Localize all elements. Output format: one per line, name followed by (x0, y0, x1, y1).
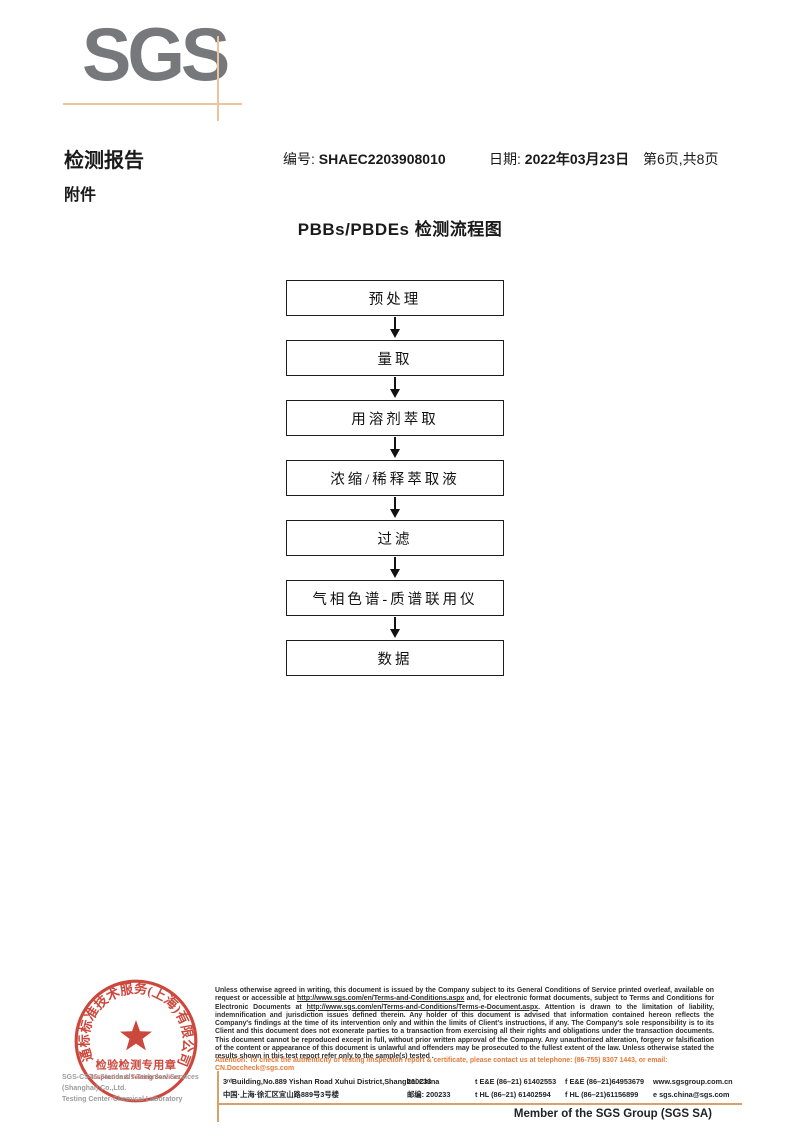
zip-cn: 邮编: 200233 (407, 1089, 451, 1099)
disclaimer-part2: and, for electronic format documents, su… (215, 995, 715, 1011)
fax-ee: f E&E (86–21)64953679 (565, 1077, 645, 1086)
flow-step-data: 数据 (286, 640, 504, 676)
tel-hl: t HL (86–21) 61402594 (475, 1089, 551, 1099)
flowchart: 预处理 量取 用溶剂萃取 浓缩/稀释萃取液 过滤 气相色谱-质谱联用仪 数据 (286, 280, 504, 676)
flow-step-gcms: 气相色谱-质谱联用仪 (286, 580, 504, 616)
attention-part1: Attention: To check the authenticity of … (215, 1057, 668, 1064)
down-arrow-icon (390, 496, 400, 520)
address-block: 3ʳᵈBuilding,No.889 Yishan Road Xuhui Dis… (223, 1076, 741, 1102)
email-link[interactable]: e sgs.china@sgs.com (653, 1089, 730, 1099)
stamp-cn-line: 检验检测专用章 (96, 1057, 177, 1071)
lab-company-line2: Testing Center-Chemical Laboratory (62, 1095, 183, 1103)
report-number: 编号: SHAEC2203908010 (283, 149, 446, 169)
lab-company-line1: SGS-CSTC Standards Technical Services (S… (62, 1074, 199, 1092)
address-row-en: 3ʳᵈBuilding,No.889 Yishan Road Xuhui Dis… (223, 1076, 741, 1089)
down-arrow-icon (390, 616, 400, 640)
flow-step-pretreatment: 预处理 (286, 280, 504, 316)
address-en: 3ʳᵈBuilding,No.889 Yishan Road Xuhui Dis… (223, 1077, 440, 1086)
sgs-logo: SGS (82, 12, 230, 97)
doccheck-email-link[interactable]: CN.Doccheck@sgs.com (215, 1065, 295, 1073)
down-arrow-icon (390, 556, 400, 580)
tel-ee: t E&E (86–21) 61402553 (475, 1077, 557, 1086)
disclaimer-part3: . Attention is drawn to the limitation o… (215, 1003, 714, 1061)
report-number-label: 编号: (283, 151, 315, 167)
attachment-label: 附件 (64, 187, 97, 204)
flow-step-measure: 量取 (286, 340, 504, 376)
page-indicator: 第6页,共8页 (643, 151, 719, 167)
company-stamp: 通标标准技术服务(上海)有限公司 检验检测专用章 Inspection & Te… (74, 979, 198, 1103)
report-number-value: SHAEC2203908010 (318, 151, 446, 167)
stamp-ring (74, 979, 198, 1103)
flow-step-solvent-extraction: 用溶剂萃取 (286, 400, 504, 436)
attention-text: Attention: To check the authenticity of … (215, 1057, 714, 1074)
footer-rule (219, 1103, 742, 1105)
star-icon (120, 1020, 152, 1051)
zip-en: 200233 (407, 1077, 432, 1086)
terms-e-document-link[interactable]: http://www.sgs.com/en/Terms-and-Conditio… (306, 1003, 539, 1011)
flow-step-concentrate-dilute: 浓缩/稀释萃取液 (286, 460, 504, 496)
flow-step-filter: 过滤 (286, 520, 504, 556)
down-arrow-icon (390, 376, 400, 400)
address-cn: 中国·上海·徐汇区宜山路889号3号楼 (223, 1089, 339, 1099)
flowchart-title: PBBs/PBDEs 检测流程图 (297, 220, 503, 239)
lab-company-name: SGS-CSTC Standards Technical Services (S… (62, 1073, 222, 1106)
sgs-member-note: Member of the SGS Group (SGS SA) (513, 1108, 712, 1120)
address-row-cn: 中国·上海·徐汇区宜山路889号3号楼 邮编: 200233 t HL (86–… (223, 1089, 741, 1102)
stamp-en-line: Inspection & Testing Services (91, 1074, 181, 1081)
report-date-label: 日期: (489, 151, 521, 167)
report-date: 日期: 2022年03月23日 (489, 149, 629, 169)
down-arrow-icon (390, 436, 400, 460)
disclaimer-part1: Unless otherwise agreed in writing, this… (215, 987, 714, 1003)
report-date-value: 2022年03月23日 (524, 151, 630, 167)
logo-vertical-line (217, 36, 219, 121)
disclaimer-text: Unless otherwise agreed in writing, this… (215, 987, 714, 1062)
address-left-rule (217, 1071, 219, 1122)
logo-horizontal-line (63, 103, 242, 105)
fax-hl: f HL (86–21)61156899 (565, 1089, 639, 1099)
page-title: 检测报告 (64, 150, 144, 172)
down-arrow-icon (390, 316, 400, 340)
terms-link[interactable]: http://www.sgs.com/en/Terms-and-Conditio… (297, 995, 465, 1003)
website-link[interactable]: www.sgsgroup.com.cn (653, 1077, 733, 1086)
